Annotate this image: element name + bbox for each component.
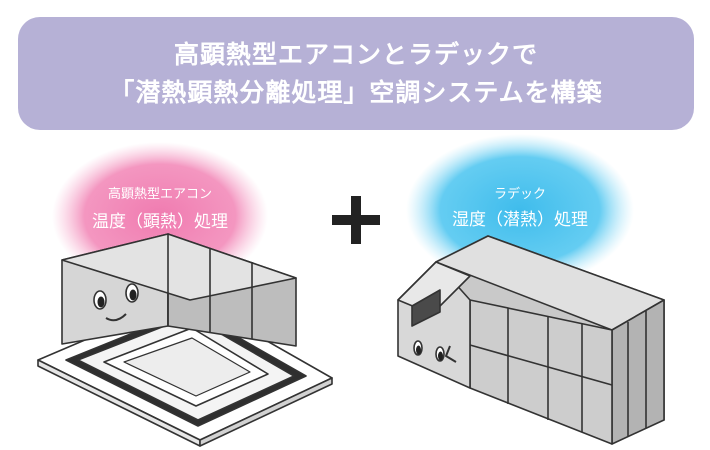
title-banner: 高顕熱型エアコンとラデックで 「潜熱顕熱分離処理」空調システムを構築 bbox=[18, 17, 694, 130]
ceiling-duct-unit-icon bbox=[397, 235, 665, 445]
plus-icon bbox=[332, 196, 380, 244]
left-unit-role: 温度（顕熱）処理 bbox=[92, 212, 228, 232]
banner-title-line-2: 「潜熱顕熱分離処理」空調システムを構築 bbox=[109, 77, 603, 107]
banner-title-line-1: 高顕熱型エアコンとラデックで bbox=[173, 39, 538, 69]
right-unit-name: ラデック bbox=[493, 187, 546, 202]
left-unit-name: 高顕熱型エアコン bbox=[107, 187, 212, 202]
ceiling-cassette-ac-icon bbox=[37, 233, 333, 447]
right-unit-role: 湿度（潜熱）処理 bbox=[452, 210, 588, 230]
